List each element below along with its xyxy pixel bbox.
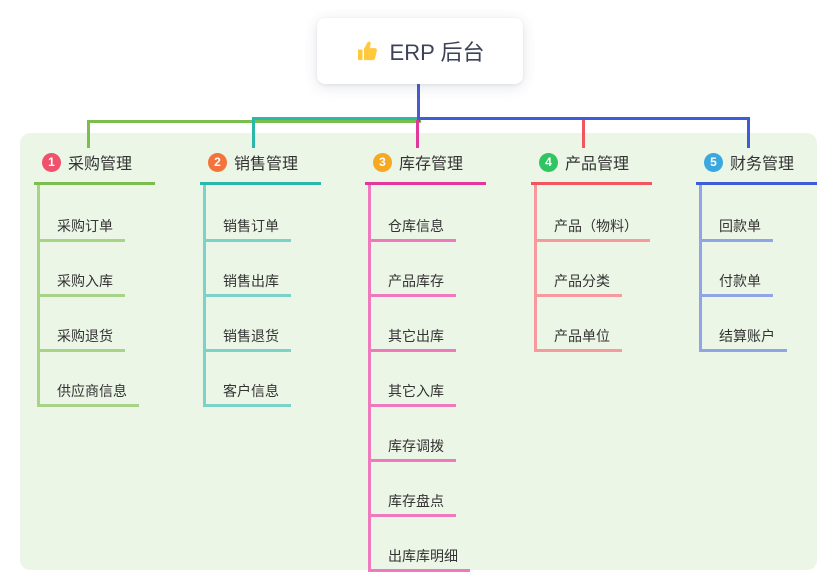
- node-label: 结算账户: [719, 328, 775, 344]
- branch-children-product: 产品（物料） 产品分类产品单位: [534, 185, 650, 352]
- mindmap-node[interactable]: 供应商信息: [40, 352, 139, 407]
- mindmap-node[interactable]: 产品（物料）: [537, 185, 650, 242]
- connector-product-drop: [582, 117, 585, 148]
- mindmap-node[interactable]: 客户信息: [206, 352, 291, 407]
- connector-procurement-drop: [87, 120, 90, 148]
- branch-inventory: 3 库存管理仓库信息产品库存其它出库其它入库库存调拨库存盘点出库库明细: [365, 150, 486, 572]
- mindmap-node[interactable]: 库存盘点: [371, 462, 456, 517]
- branch-label: 库存管理: [399, 156, 464, 173]
- node-label: 采购退货: [57, 328, 113, 344]
- connector-sales: [252, 117, 421, 120]
- mindmap-node[interactable]: 采购退货: [40, 297, 125, 352]
- branch-number-badge: 3: [373, 152, 392, 172]
- node-label: 产品分类: [554, 273, 610, 289]
- branch-label: 产品管理: [565, 156, 630, 173]
- mindmap-node[interactable]: 销售订单: [206, 185, 291, 242]
- branch-number-badge: 4: [539, 152, 558, 172]
- branch-header-sales[interactable]: 2 销售管理: [200, 150, 321, 185]
- root-node-title: ERP 后台: [389, 40, 485, 65]
- branch-label: 销售管理: [234, 156, 299, 173]
- root-node-erp[interactable]: ERP 后台: [317, 18, 523, 84]
- branch-number-badge: 5: [704, 152, 723, 172]
- node-label: 销售退货: [223, 328, 279, 344]
- node-label: 产品（物料）: [554, 218, 638, 234]
- branch-header-inventory[interactable]: 3 库存管理: [365, 150, 486, 185]
- branch-header-product[interactable]: 4 产品管理: [531, 150, 652, 185]
- branch-children-inventory: 仓库信息产品库存其它出库其它入库库存调拨库存盘点出库库明细: [368, 185, 470, 572]
- mindmap-node[interactable]: 付款单: [702, 242, 773, 297]
- mindmap-node[interactable]: 产品单位: [537, 297, 622, 352]
- node-label: 回款单: [719, 218, 761, 234]
- mindmap-node[interactable]: 其它入库: [371, 352, 456, 407]
- connector-finance: [417, 117, 749, 120]
- branch-header-finance[interactable]: 5 财务管理: [696, 150, 817, 185]
- branch-children-procurement: 采购订单采购入库采购退货供应商信息: [37, 185, 139, 407]
- mindmap-node[interactable]: 结算账户: [702, 297, 787, 352]
- node-label: 出库库明细: [388, 548, 458, 564]
- node-label: 其它出库: [388, 328, 444, 344]
- connector-sales-drop: [252, 117, 255, 148]
- node-label: 销售订单: [223, 218, 279, 234]
- node-label: 产品库存: [388, 273, 444, 289]
- mindmap-node[interactable]: 采购订单: [40, 185, 125, 242]
- mindmap-node[interactable]: 产品分类: [537, 242, 622, 297]
- node-label: 客户信息: [223, 383, 279, 399]
- branch-procurement: 1 采购管理采购订单采购入库采购退货供应商信息: [34, 150, 155, 407]
- node-label: 采购订单: [57, 218, 113, 234]
- mindmap-node[interactable]: 出库库明细: [371, 517, 470, 572]
- branch-label: 财务管理: [730, 156, 795, 173]
- thumbs-up-icon: [356, 39, 380, 63]
- node-label: 仓库信息: [388, 218, 444, 234]
- branch-children-sales: 销售订单销售出库销售退货客户信息: [203, 185, 291, 407]
- branch-sales: 2 销售管理销售订单销售出库销售退货客户信息: [200, 150, 321, 407]
- mindmap-node[interactable]: 销售出库: [206, 242, 291, 297]
- mindmap-node[interactable]: 产品库存: [371, 242, 456, 297]
- node-label: 库存调拨: [388, 438, 444, 454]
- mindmap-node[interactable]: 库存调拨: [371, 407, 456, 462]
- mindmap-node[interactable]: 采购入库: [40, 242, 125, 297]
- mindmap-node[interactable]: 销售退货: [206, 297, 291, 352]
- branch-label: 采购管理: [68, 156, 133, 173]
- branch-number-badge: 1: [42, 152, 61, 172]
- connector-inventory-drop: [416, 120, 419, 148]
- node-label: 采购入库: [57, 273, 113, 289]
- connector-finance-drop: [747, 117, 750, 148]
- node-label: 付款单: [719, 273, 761, 289]
- branch-product: 4 产品管理产品（物料） 产品分类产品单位: [531, 150, 652, 352]
- connector-root-drop: [417, 84, 420, 122]
- mindmap-node[interactable]: 其它出库: [371, 297, 456, 352]
- mindmap-node[interactable]: 回款单: [702, 185, 773, 242]
- branch-number-badge: 2: [208, 152, 227, 172]
- node-label: 产品单位: [554, 328, 610, 344]
- branch-finance: 5 财务管理回款单付款单结算账户: [696, 150, 817, 352]
- mindmap-node[interactable]: 仓库信息: [371, 185, 456, 242]
- branch-header-procurement[interactable]: 1 采购管理: [34, 150, 155, 185]
- branch-children-finance: 回款单付款单结算账户: [699, 185, 787, 352]
- node-label: 其它入库: [388, 383, 444, 399]
- node-label: 库存盘点: [388, 493, 444, 509]
- node-label: 销售出库: [223, 273, 279, 289]
- node-label: 供应商信息: [57, 383, 127, 399]
